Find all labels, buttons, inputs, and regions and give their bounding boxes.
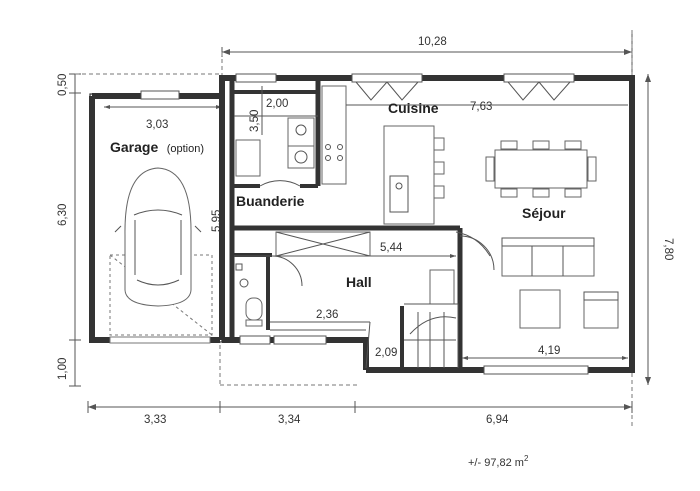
dim-bottom-right: 6,94 <box>486 414 509 426</box>
dimension-labels: 10,28 0,50 6,30 1,00 7,80 3,33 3,34 6,94… <box>57 36 674 426</box>
dim-cuisine-width: 7,63 <box>470 101 492 113</box>
garage-block <box>89 90 223 344</box>
garage-option: (option) <box>167 143 204 155</box>
dim-hall-width: 5,44 <box>380 242 403 254</box>
dim-buanderie-width: 2,00 <box>266 98 288 110</box>
car-icon <box>114 167 202 307</box>
dim-top-total: 10,28 <box>418 36 447 48</box>
room-labels: Garage (option) Buanderie Cuisine Séjour… <box>110 100 566 290</box>
buanderie-label: Buanderie <box>236 193 305 209</box>
total-area-value: +/- 97,82 m <box>468 457 524 469</box>
cuisine-label: Cuisine <box>388 100 439 116</box>
living-furniture <box>459 140 628 360</box>
dim-wc-width: 2,36 <box>316 309 338 321</box>
buanderie-fixtures <box>234 86 318 187</box>
total-area-unit-sup: 2 <box>524 454 529 463</box>
dim-bottom-middle: 3,34 <box>278 414 301 426</box>
dim-sejour-width: 4,19 <box>538 345 560 357</box>
garage-label: Garage (option) <box>110 139 204 156</box>
total-area-label: +/- 97,82 m2 <box>468 454 529 469</box>
dim-left-mid: 6,30 <box>57 204 69 226</box>
dim-stair-width: 2,09 <box>375 347 397 359</box>
garage-name: Garage <box>110 139 158 155</box>
hall-label: Hall <box>346 274 372 290</box>
dim-left-top: 0,50 <box>57 74 69 96</box>
dim-right-total: 7,80 <box>662 238 674 260</box>
dim-buanderie-height: 3,50 <box>249 110 261 132</box>
house-walls <box>219 73 635 375</box>
sejour-label: Séjour <box>522 205 566 221</box>
hall-fixtures <box>234 231 491 369</box>
dim-hall-height: 5,95 <box>211 210 223 232</box>
dim-left-bottom: 1,00 <box>57 358 69 380</box>
kitchen-fixtures <box>321 85 628 225</box>
dim-garage-width: 3,03 <box>146 119 168 131</box>
dim-bottom-garage: 3,33 <box>144 414 166 426</box>
